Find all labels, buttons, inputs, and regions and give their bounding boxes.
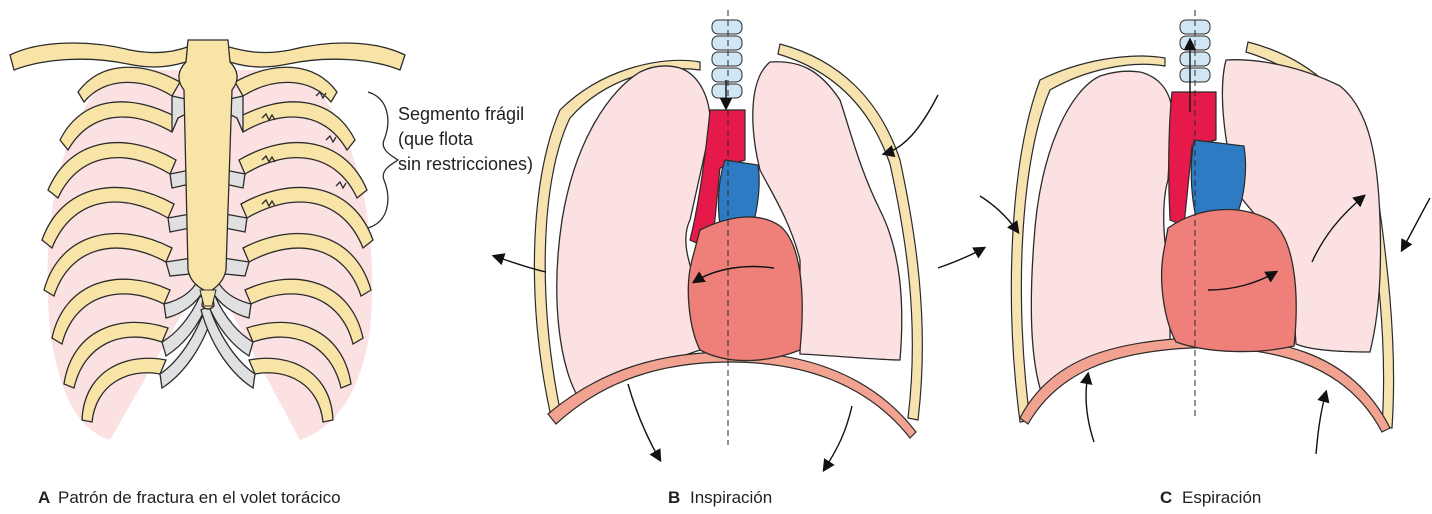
right-clavicle: [224, 43, 405, 70]
flail-segment-label-line-3: sin restricciones): [398, 154, 533, 174]
trachea-b: [712, 20, 742, 98]
panel-c-caption: Espiración: [1182, 488, 1261, 507]
flail-segment-label-line-2: (que flota: [398, 129, 474, 149]
flail-segment-bracket: [368, 92, 398, 228]
heart-b: [688, 217, 802, 361]
panel-a-caption: Patrón de fractura en el volet torácico: [58, 488, 341, 507]
flail-segment-label-line-1: Segmento frágil: [398, 104, 524, 124]
vena-cava-c: [1191, 140, 1245, 218]
left-lung-b: [557, 66, 710, 400]
panel-b-letter: B: [668, 488, 680, 507]
panel-b-caption: Inspiración: [690, 488, 772, 507]
panel-c-expiration: C Espiración: [980, 10, 1430, 507]
panel-a-rib-cage: Segmento frágil (que flota sin restricci…: [10, 40, 533, 507]
panel-b-inspiration: B Inspiración: [494, 10, 984, 507]
panel-c-letter: C: [1160, 488, 1172, 507]
heart-c: [1162, 210, 1297, 352]
left-clavicle: [10, 43, 192, 70]
panel-a-letter: A: [38, 488, 50, 507]
